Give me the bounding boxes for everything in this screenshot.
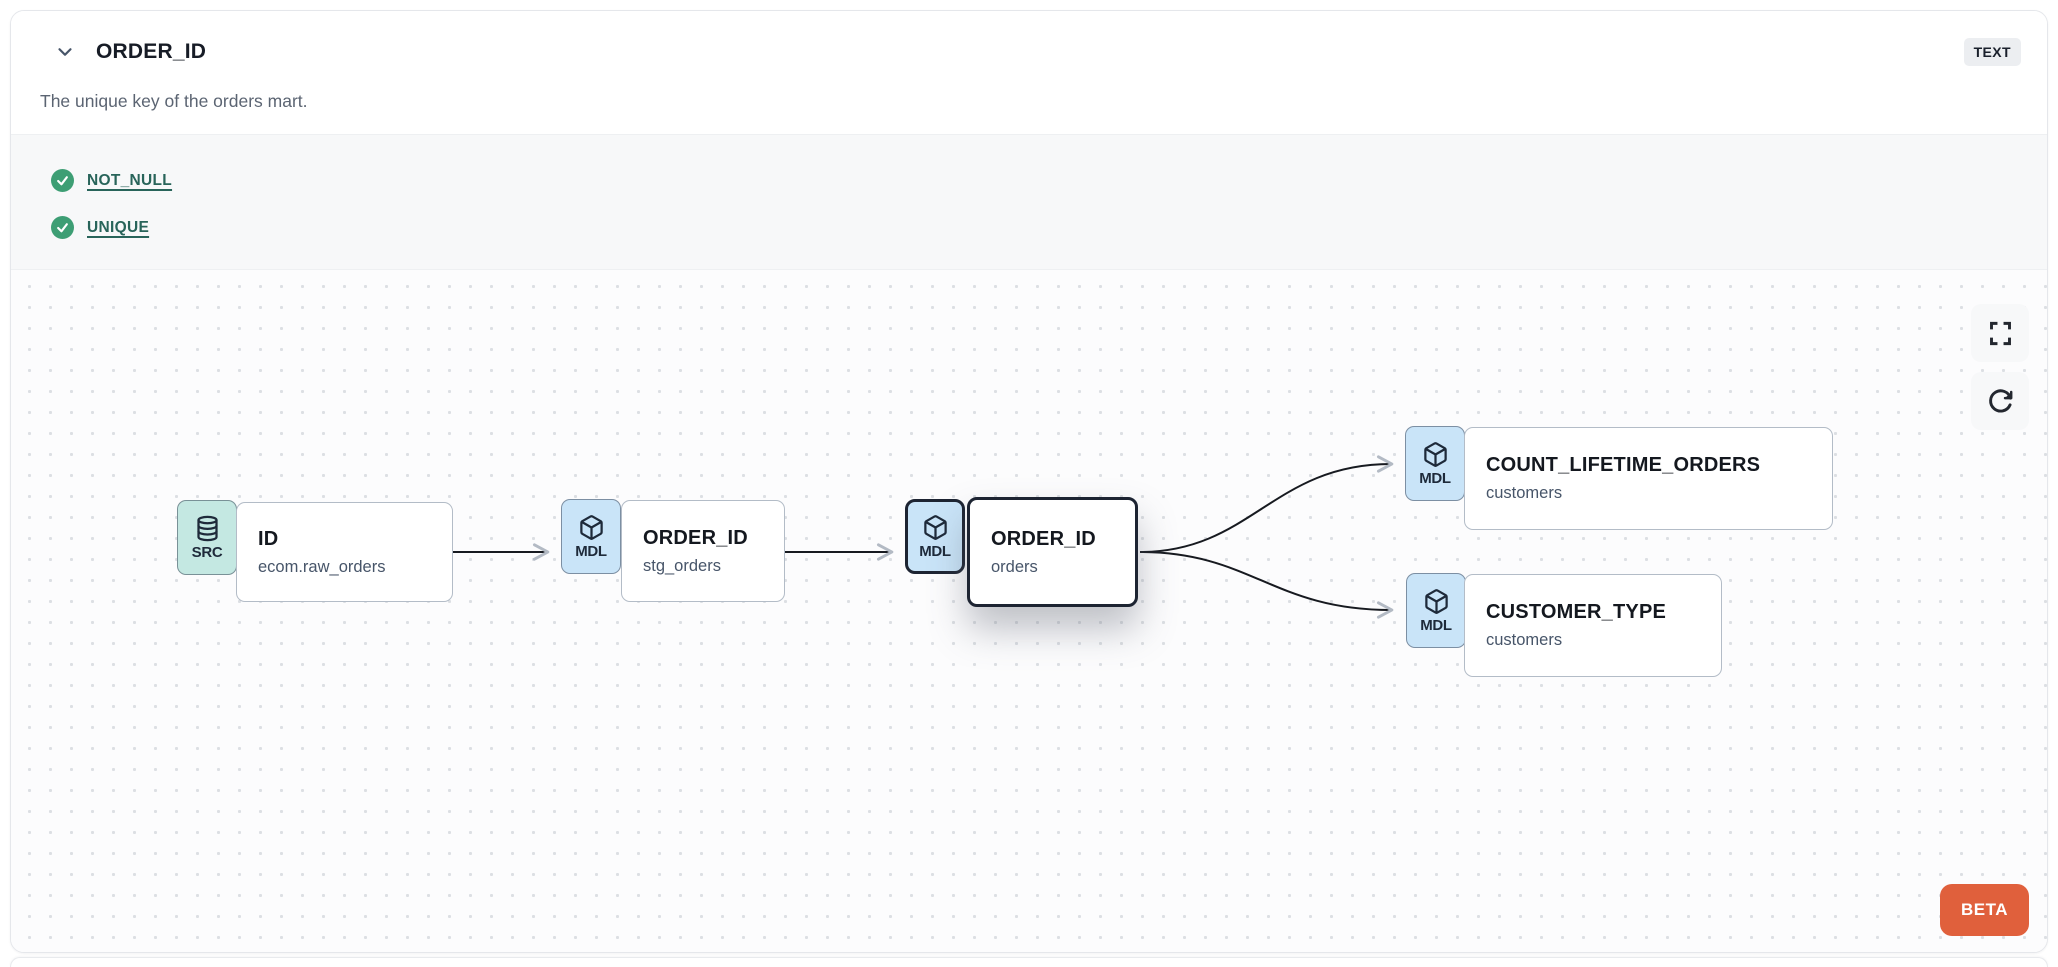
column-title: ORDER_ID bbox=[96, 40, 207, 63]
check-circle-icon bbox=[51, 216, 74, 239]
test-row: UNIQUE bbox=[51, 216, 2018, 239]
fullscreen-icon bbox=[1987, 320, 2014, 347]
node-type-badge: SRC bbox=[177, 500, 237, 575]
data-type-badge: TEXT bbox=[1963, 38, 2021, 66]
database-icon bbox=[194, 515, 221, 542]
test-link-unique[interactable]: UNIQUE bbox=[87, 218, 150, 236]
node-subtitle: customers bbox=[1486, 631, 1563, 649]
node-badge-label: MDL bbox=[575, 542, 607, 560]
node-badge-label: MDL bbox=[1420, 616, 1452, 634]
chevron-down-icon bbox=[54, 41, 76, 63]
node-subtitle: ecom.raw_orders bbox=[258, 557, 386, 576]
node-title: ID bbox=[258, 527, 279, 550]
lineage-edge bbox=[1139, 551, 1394, 619]
column-details-card: ORDER_ID TEXT The unique key of the orde… bbox=[10, 10, 2048, 953]
node-subtitle: stg_orders bbox=[643, 556, 721, 575]
node-type-badge: MDL bbox=[905, 499, 965, 574]
node-card[interactable]: COUNT_LIFETIME_ORDERS customers bbox=[1464, 427, 1833, 530]
node-title: ORDER_ID bbox=[991, 527, 1096, 550]
node-type-badge: MDL bbox=[561, 499, 621, 574]
node-badge-label: SRC bbox=[191, 543, 223, 561]
node-subtitle: customers bbox=[1486, 484, 1563, 502]
cube-icon bbox=[1422, 441, 1449, 468]
node-title: ORDER_ID bbox=[643, 526, 748, 549]
test-row: NOT_NULL bbox=[51, 169, 2018, 192]
lineage-edge bbox=[1139, 455, 1394, 553]
node-subtitle: orders bbox=[991, 557, 1038, 576]
collapse-chevron-button[interactable] bbox=[48, 35, 82, 69]
tests-section: NOT_NULL UNIQUE bbox=[11, 134, 2047, 270]
node-card[interactable]: ORDER_ID stg_orders bbox=[621, 500, 785, 602]
check-circle-icon bbox=[51, 169, 74, 192]
refresh-icon bbox=[1987, 388, 2014, 415]
cube-icon bbox=[578, 514, 605, 541]
node-badge-label: MDL bbox=[1419, 469, 1451, 487]
cube-icon bbox=[922, 514, 949, 541]
column-description: The unique key of the orders mart. bbox=[40, 91, 308, 111]
node-type-badge: MDL bbox=[1405, 426, 1465, 501]
beta-badge: BETA bbox=[1939, 884, 2029, 936]
node-card[interactable]: ID ecom.raw_orders bbox=[236, 502, 453, 602]
canvas-controls bbox=[1971, 304, 2029, 430]
node-title: CUSTOMER_TYPE bbox=[1486, 601, 1667, 623]
card-header: ORDER_ID TEXT The unique key of the orde… bbox=[11, 11, 2047, 134]
next-panel-edge bbox=[10, 957, 2048, 967]
node-type-badge: MDL bbox=[1406, 573, 1466, 648]
node-card[interactable]: CUSTOMER_TYPE customers bbox=[1464, 574, 1722, 677]
cube-icon bbox=[1423, 588, 1450, 615]
test-link-not-null[interactable]: NOT_NULL bbox=[87, 171, 173, 189]
lineage-edges bbox=[453, 455, 1394, 619]
node-badge-label: MDL bbox=[919, 542, 951, 560]
fullscreen-button[interactable] bbox=[1971, 304, 2029, 362]
node-title: COUNT_LIFETIME_ORDERS bbox=[1486, 454, 1761, 476]
refresh-button[interactable] bbox=[1971, 372, 2029, 430]
